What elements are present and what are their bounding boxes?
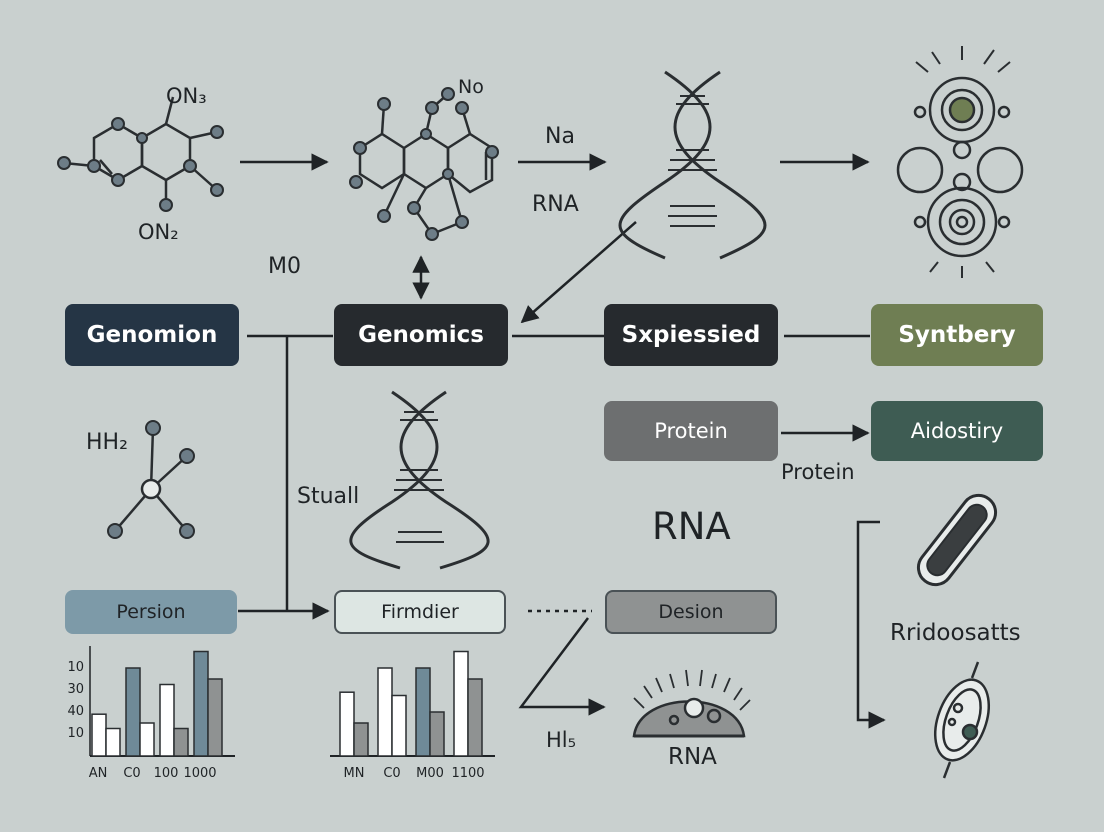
arrow-desion-to-rna: [518, 617, 606, 716]
box-protein: Protein: [604, 401, 778, 461]
molecule-2: [349, 87, 499, 241]
dna-helix-top-icon: [618, 70, 767, 260]
bar-series2: [105, 727, 121, 757]
bar-series1: [91, 713, 107, 757]
bar-series1: [339, 691, 355, 757]
bar-chart-middle: MN C0 M00 1100: [330, 650, 495, 781]
bar-series2: [139, 722, 155, 757]
box-firmdier: Firmdier: [334, 590, 506, 634]
box-desion: Desion: [605, 590, 777, 634]
bar-series2: [429, 711, 445, 757]
bar-chart-left: AN C0 100 1000 10 40 30 10: [67, 646, 235, 781]
label-hh2: HH₂: [86, 430, 128, 455]
box-genomics: Genomics: [334, 304, 508, 366]
bar-series2: [173, 727, 189, 757]
bar-series2: [207, 678, 223, 757]
bar-series1: [193, 650, 209, 757]
label-rna-top: RNA: [532, 192, 579, 217]
cell-organism-icon: [934, 661, 990, 779]
box-sxpiessied: Sxpiessied: [604, 304, 778, 366]
dome-organism-icon: [632, 669, 751, 738]
connector-lines: [247, 334, 870, 611]
star-molecule-icon: [107, 420, 195, 539]
box-syntbery: Syntbery: [871, 304, 1043, 366]
y-tick-label: 10: [67, 660, 84, 675]
x-tick-label: C0: [123, 766, 140, 781]
x-tick-label: 1100: [451, 766, 484, 781]
bar-series1: [377, 667, 393, 757]
cell-structure-icon: [896, 46, 1024, 278]
bar-series1: [125, 667, 141, 757]
bar-series2: [467, 678, 483, 757]
bar-series1: [453, 650, 469, 757]
box-aidostiry: Aidostiry: [871, 401, 1043, 461]
bar-series2: [391, 694, 407, 757]
x-tick-label: M00: [416, 766, 444, 781]
bar-series1: [415, 667, 431, 757]
bracket-arrow-right: [856, 520, 886, 729]
bacterium-icon: [916, 493, 998, 587]
x-tick-label: AN: [89, 766, 108, 781]
label-no: No: [458, 76, 484, 98]
molecule-1: [57, 96, 224, 212]
label-rna-big: RNA: [652, 505, 731, 548]
label-mo: M0: [268, 254, 301, 279]
label-hls: Hl₅: [546, 728, 577, 752]
label-protein-below: Protein: [781, 460, 855, 484]
dna-helix-middle-icon: [349, 390, 490, 570]
x-tick-label: MN: [344, 766, 365, 781]
x-tick-label: C0: [383, 766, 400, 781]
label-no3: ON₃: [166, 84, 207, 108]
y-tick-label: 30: [67, 682, 84, 697]
label-rna-bottom: RNA: [668, 744, 717, 770]
x-tick-label: 100: [154, 766, 179, 781]
label-no2: ON₂: [138, 220, 179, 244]
y-tick-label: 10: [67, 726, 84, 741]
bar-series1: [159, 683, 175, 757]
label-stuall: Stuall: [297, 484, 360, 509]
bar-series2: [353, 722, 369, 757]
x-tick-label: 1000: [183, 766, 216, 781]
arrow-dna-to-genomics: [520, 221, 637, 324]
label-rridoosatts: Rridoosatts: [890, 620, 1021, 646]
label-na: Na: [545, 124, 575, 149]
y-tick-label: 40: [67, 704, 84, 719]
box-persion: Persion: [65, 590, 237, 634]
box-genomion: Genomion: [65, 304, 239, 366]
